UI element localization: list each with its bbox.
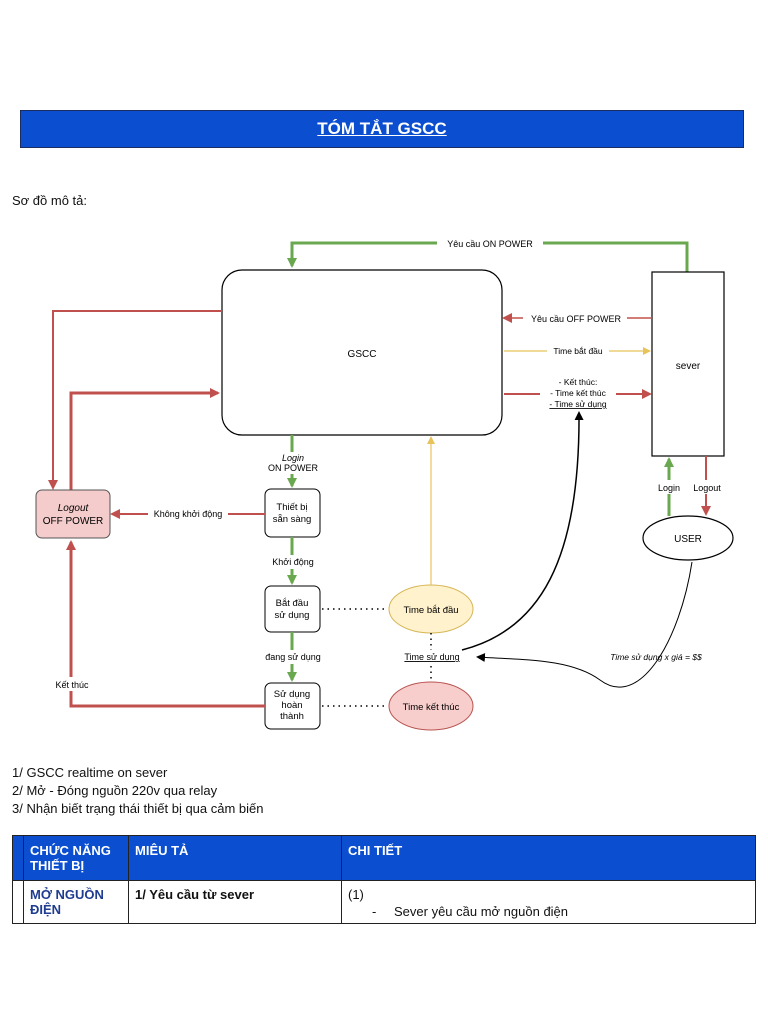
header-feature: CHỨC NĂNG THIẾT BỊ — [23, 835, 129, 881]
ready-line2: sẵn sàng — [273, 514, 312, 525]
label-login-italic: Login — [282, 453, 304, 463]
label-finish: Kết thúc — [55, 680, 89, 690]
label-req-on: Yêu cầu ON POWER — [447, 239, 533, 249]
server-label: sever — [676, 361, 701, 372]
label-end-1: - Kết thúc: — [559, 377, 598, 387]
start-use-line2: sử dụng — [275, 610, 310, 621]
label-login: Login — [658, 483, 680, 493]
gscc-box — [221, 269, 503, 436]
done-line2: hoàn — [281, 700, 302, 711]
gscc-flow-diagram: Yêu cầu ON POWER GSCC sever Yêu cầu OFF … — [35, 236, 734, 731]
label-on-power: ON POWER — [268, 463, 319, 473]
feature-item-3: 3/ Nhận biết trạng thái thiết bị qua cảm… — [12, 801, 264, 816]
detail-dash: - — [372, 904, 377, 919]
page-title: TÓM TẮT GSCC — [317, 119, 447, 138]
label-logout: Logout — [693, 483, 721, 493]
time-end-ellipse — [388, 681, 474, 731]
start-use-box — [264, 585, 321, 633]
detail-number: (1) — [348, 887, 364, 902]
arrow-gscc-to-logout — [48, 310, 222, 490]
user-label: USER — [674, 534, 702, 545]
time-start-label: Time bắt đầu — [403, 605, 458, 616]
header-description: MIÊU TẢ — [128, 835, 342, 881]
label-in-use: đang sử dụng — [265, 652, 321, 662]
feature-list: 1/ GSCC realtime on sever 2/ Mở - Đóng n… — [12, 764, 264, 818]
done-line3: thành — [280, 711, 304, 722]
user-ellipse — [642, 515, 734, 561]
gscc-label: GSCC — [348, 349, 377, 360]
label-end-3: - Time sử dụng — [549, 399, 606, 409]
label-end-2: - Time kết thúc — [550, 388, 606, 398]
logout-box-line2: OFF POWER — [43, 516, 104, 527]
arrow-time-used-up — [461, 411, 584, 651]
spec-table: CHỨC NĂNG THIẾT BỊ MIÊU TẢ CHI TIẾT MỞ N… — [12, 835, 756, 924]
diagram-intro: Sơ đồ mô tả: — [12, 193, 88, 208]
title-bar: TÓM TẮT GSCC — [20, 110, 744, 148]
time-end-label: Time kết thúc — [403, 702, 460, 713]
label-formula: Time sử dụng x giá = $$ — [610, 652, 702, 662]
arrow-finish — [66, 540, 265, 708]
cell-description: 1/ Yêu cầu từ sever — [128, 880, 342, 924]
logout-box-line1: Logout — [58, 503, 90, 514]
done-line1: Sử dụng — [274, 689, 310, 700]
ready-line1: Thiết bị — [276, 502, 307, 513]
label-time-start-arrow: Time bắt đầu — [553, 346, 603, 356]
logout-box — [35, 489, 111, 539]
table-row: MỞ NGUỒN ĐIỆN 1/ Yêu cầu từ sever (1) - … — [12, 880, 756, 924]
arrow-logout-to-gscc — [69, 388, 220, 490]
label-no-start: Không khởi động — [154, 509, 222, 519]
spec-table-header: CHỨC NĂNG THIẾT BỊ MIÊU TẢ CHI TIẾT — [12, 835, 756, 881]
arrow-user-formula — [476, 561, 693, 688]
row-gap-cell — [12, 880, 24, 924]
detail-text: Sever yêu cầu mở nguồn điện — [394, 904, 569, 919]
label-start: Khởi động — [272, 557, 313, 567]
header-detail: CHI TIẾT — [341, 835, 756, 881]
ready-box — [264, 488, 321, 538]
cell-feature: MỞ NGUỒN ĐIỆN — [23, 880, 129, 924]
label-time-used: Time sử dụng — [404, 652, 459, 662]
detail-bullet: - Sever yêu cầu mở nguồn điện — [348, 904, 749, 919]
server-box — [651, 271, 725, 457]
label-req-off: Yêu cầu OFF POWER — [531, 314, 622, 324]
feature-item-2: 2/ Mở - Đóng nguồn 220v qua relay — [12, 783, 218, 798]
header-gap-cell — [12, 835, 24, 881]
start-use-line1: Bắt đầu — [276, 598, 309, 609]
feature-item-1: 1/ GSCC realtime on sever — [12, 765, 168, 780]
cell-detail: (1) - Sever yêu cầu mở nguồn điện — [341, 880, 756, 924]
